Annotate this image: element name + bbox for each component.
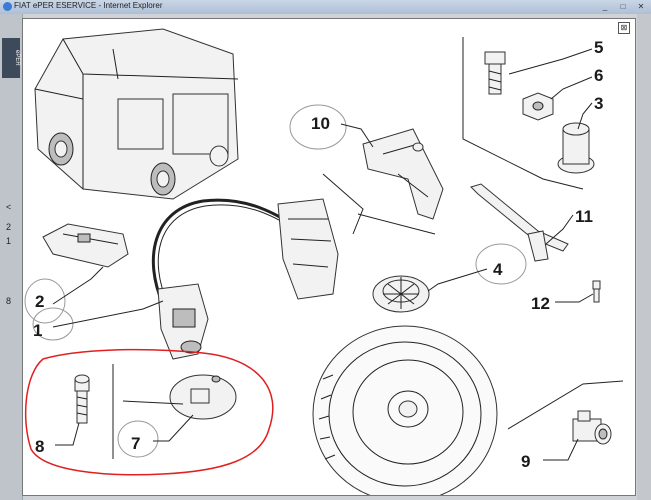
right-scrollbar[interactable] <box>637 14 651 500</box>
callout-9[interactable]: 9 <box>521 452 530 471</box>
part-11-bar <box>470 183 569 262</box>
leader-7b <box>122 400 184 405</box>
part-3-rivet-nut <box>557 122 595 174</box>
parts-diagram: 1 2 3 4 5 6 7 8 9 10 11 12 <box>24 28 624 495</box>
gray-circle-4 <box>475 243 527 285</box>
part-8-stud <box>74 374 90 424</box>
part-9-valve <box>572 410 612 445</box>
window-title: FIAT ePER ESERVICE - Internet Explorer <box>14 1 163 10</box>
leader-7 <box>153 414 194 442</box>
part-1-winch-assembly <box>151 198 339 360</box>
callout-1[interactable]: 1 <box>33 321 42 340</box>
callout-3[interactable]: 3 <box>594 94 603 113</box>
callout-6[interactable]: 6 <box>594 66 603 85</box>
part-2-bracket <box>42 223 129 268</box>
leader-5 <box>508 48 593 75</box>
window-titlebar: FIAT ePER ESERVICE - Internet Explorer _… <box>0 0 651 15</box>
gray-circle-2 <box>24 278 66 324</box>
part-6-nut <box>522 92 554 121</box>
leader-2 <box>52 266 104 305</box>
leader-3 <box>577 102 593 130</box>
exploded-diagram-popup: ⊠ <box>22 18 636 496</box>
left-panel-tab[interactable]: ePER <box>2 38 20 78</box>
left-label-chevron[interactable]: < <box>6 202 12 212</box>
leader-9 <box>543 438 579 461</box>
maximize-button[interactable]: □ <box>620 2 626 11</box>
callout-10[interactable]: 10 <box>311 114 330 133</box>
divider-line-bottom-right <box>507 380 624 430</box>
divider-line-top-right <box>462 37 584 190</box>
callout-8[interactable]: 8 <box>35 437 44 456</box>
callout-12[interactable]: 12 <box>531 294 550 313</box>
callout-2[interactable]: 2 <box>35 292 44 311</box>
callout-7[interactable]: 7 <box>131 434 140 453</box>
leader-6 <box>550 76 593 100</box>
leader-10-to-winch <box>322 173 364 235</box>
leader-12 <box>555 293 594 303</box>
leader-1 <box>52 300 164 328</box>
callout-5[interactable]: 5 <box>594 38 603 57</box>
left-label-2: 2 <box>6 222 12 232</box>
red-annotation-circle <box>24 348 274 476</box>
gray-circle-10 <box>289 104 347 150</box>
spare-wheel <box>312 325 498 495</box>
leader-10b <box>357 213 436 235</box>
callout-11[interactable]: 11 <box>575 207 593 226</box>
part-10-bracket <box>362 128 444 220</box>
part-4-cap <box>372 275 430 313</box>
left-label-8: 8 <box>6 296 12 306</box>
internet-explorer-icon <box>3 2 12 11</box>
left-panel: ePER < 2 1 8 <box>0 14 23 500</box>
leader-11 <box>545 214 574 245</box>
popup-close-button[interactable]: ⊠ <box>618 22 630 34</box>
part-5-bolt <box>484 51 506 95</box>
part-12-bolt <box>592 280 601 303</box>
close-window-button[interactable]: ✕ <box>637 2 645 11</box>
van-illustration <box>34 28 239 200</box>
callout-4[interactable]: 4 <box>493 260 503 279</box>
leader-10 <box>340 123 374 148</box>
leader-4 <box>427 268 488 292</box>
gray-circle-7 <box>117 420 159 458</box>
leader-8 <box>55 422 80 446</box>
minimize-button[interactable]: _ <box>602 2 608 11</box>
gray-circle-1 <box>32 307 74 341</box>
left-label-1: 1 <box>6 236 12 246</box>
part-7-plate <box>169 374 237 420</box>
